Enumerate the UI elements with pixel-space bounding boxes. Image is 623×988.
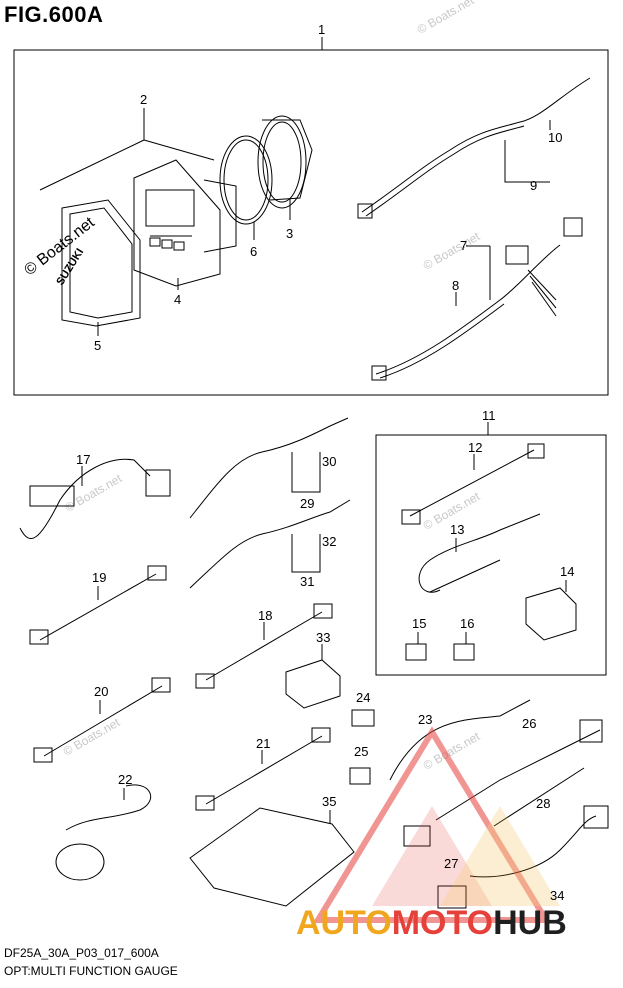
figure-code: DF25A_30A_P03_017_600A bbox=[4, 946, 159, 960]
gauge-cover bbox=[61, 199, 141, 327]
cap-16 bbox=[453, 643, 475, 661]
callout-10: 10 bbox=[548, 130, 562, 145]
callout-7: 7 bbox=[460, 238, 467, 253]
assembly-box-11 bbox=[375, 434, 607, 676]
figure-name: OPT:MULTI FUNCTION GAUGE bbox=[4, 964, 178, 978]
callout-5: 5 bbox=[94, 338, 101, 353]
terminator-22 bbox=[55, 843, 105, 881]
o-ring bbox=[219, 135, 273, 225]
callout-25: 25 bbox=[354, 744, 368, 759]
assembly-box-1 bbox=[13, 49, 609, 396]
cable-20 bbox=[43, 685, 163, 757]
harness-29 bbox=[189, 417, 349, 519]
callout-14: 14 bbox=[560, 564, 574, 579]
callout-31: 31 bbox=[300, 574, 314, 589]
cable-13 bbox=[418, 513, 541, 593]
bag-35 bbox=[189, 807, 355, 907]
callout-20: 20 bbox=[94, 684, 108, 699]
harness-34 bbox=[469, 815, 597, 878]
brand-logo-icon bbox=[312, 726, 560, 923]
callout-3: 3 bbox=[286, 226, 293, 241]
callout-24: 24 bbox=[356, 690, 370, 705]
callout-34: 34 bbox=[550, 888, 564, 903]
callout-33: 33 bbox=[316, 630, 330, 645]
callout-29: 29 bbox=[300, 496, 314, 511]
callout-11: 11 bbox=[482, 408, 496, 423]
cap-24 bbox=[351, 709, 375, 727]
cable-21 bbox=[205, 735, 323, 805]
callout-15: 15 bbox=[412, 616, 426, 631]
callout-6: 6 bbox=[250, 244, 257, 259]
callout-2: 2 bbox=[140, 92, 147, 107]
callout-4: 4 bbox=[174, 292, 181, 307]
callout-27: 27 bbox=[444, 856, 458, 871]
callout-17: 17 bbox=[76, 452, 90, 467]
callout-19: 19 bbox=[92, 570, 106, 585]
cap-15 bbox=[405, 643, 427, 661]
cable-17 bbox=[19, 458, 151, 540]
brand-part-auto: AUTO bbox=[296, 904, 392, 942]
brand-part-hub: HUB bbox=[493, 904, 567, 942]
figure-title: FIG.600A bbox=[4, 2, 104, 27]
cable-12 bbox=[409, 449, 535, 517]
harness-9 bbox=[361, 77, 591, 213]
harness-23 bbox=[389, 699, 531, 781]
callout-30: 30 bbox=[322, 454, 336, 469]
callout-23: 23 bbox=[418, 712, 432, 727]
callout-13: 13 bbox=[450, 522, 464, 537]
t-connector-33 bbox=[285, 659, 341, 709]
cable-22 bbox=[65, 784, 152, 831]
callout-22: 22 bbox=[118, 772, 132, 787]
cable-19 bbox=[39, 573, 157, 641]
callout-16: 16 bbox=[460, 616, 474, 631]
callout-18: 18 bbox=[258, 608, 272, 623]
nut-ring bbox=[257, 115, 307, 209]
harness-7 bbox=[375, 244, 561, 375]
callout-21: 21 bbox=[256, 736, 270, 751]
callout-26: 26 bbox=[522, 716, 536, 731]
callout-labels: 1 2 3 4 5 6 7 8 9 10 11 12 13 14 15 16 1… bbox=[76, 22, 574, 903]
cap-25 bbox=[349, 767, 371, 785]
callout-8: 8 bbox=[452, 278, 459, 293]
callout-35: 35 bbox=[322, 794, 336, 809]
strap-28 bbox=[493, 767, 585, 827]
gauge-body bbox=[133, 159, 237, 287]
t-connector-14 bbox=[525, 587, 577, 641]
callout-9: 9 bbox=[530, 178, 537, 193]
brand-wordmark: AUTOMOTOHUB bbox=[296, 904, 567, 943]
callout-32: 32 bbox=[322, 534, 336, 549]
callout-1: 1 bbox=[318, 22, 325, 37]
brand-part-moto: MOTO bbox=[391, 904, 494, 942]
callout-28: 28 bbox=[536, 796, 550, 811]
callout-12: 12 bbox=[468, 440, 482, 455]
harness-31 bbox=[189, 499, 351, 589]
cable-18 bbox=[205, 611, 323, 681]
